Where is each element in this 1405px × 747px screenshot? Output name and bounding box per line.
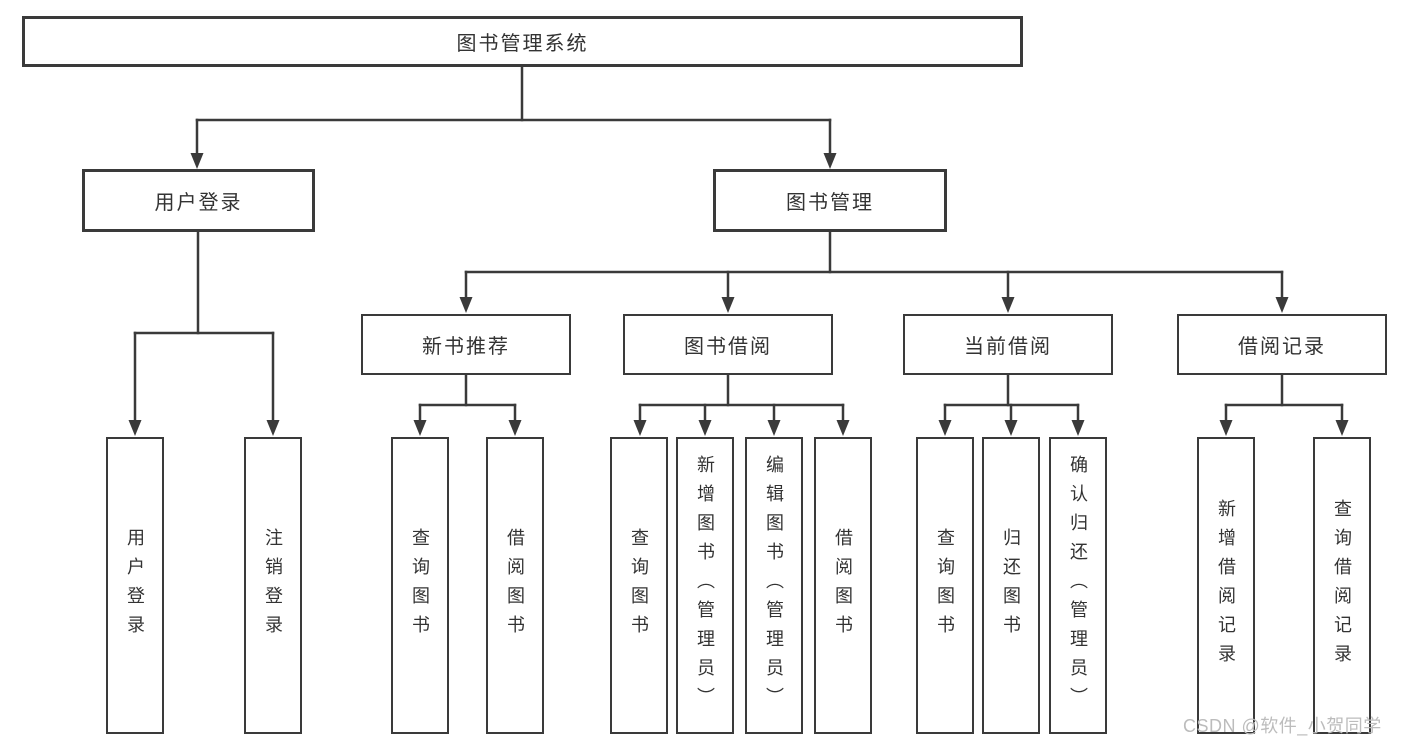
- node-label: 图书借阅: [684, 336, 772, 358]
- node-user-login: 用户登录: [82, 169, 315, 232]
- node-label: 查询图书: [935, 527, 955, 644]
- leaf-edit-books-admin: 编辑图书（管理员）: [745, 437, 803, 734]
- arrow-down-icon: [823, 153, 837, 169]
- node-library-system-root: 图书管理系统: [22, 16, 1023, 67]
- connector-root-to-level2: [190, 65, 837, 169]
- csdn-watermark: CSDN @软件_小贺同学: [1183, 716, 1382, 736]
- leaf-query-books-recommend: 查询图书: [391, 437, 449, 734]
- node-label: 借阅记录: [1238, 336, 1326, 358]
- node-label: 归还图书: [1001, 527, 1021, 644]
- leaf-query-books-borrow: 查询图书: [610, 437, 668, 734]
- node-label: 当前借阅: [964, 336, 1052, 358]
- node-label: 借阅图书: [833, 527, 853, 644]
- arrow-down-icon: [721, 297, 735, 313]
- arrow-down-icon: [1219, 420, 1233, 436]
- arrow-down-icon: [128, 420, 142, 436]
- arrow-down-icon: [508, 420, 522, 436]
- connector-new-book-branch: [413, 373, 522, 436]
- connector-user-login-branch: [128, 230, 280, 436]
- node-label: 新增图书（管理员）: [695, 455, 715, 716]
- node-label: 用户登录: [154, 192, 243, 214]
- leaf-add-borrow-record: 新增借阅记录: [1197, 437, 1255, 734]
- connector-book-management-branch: [459, 230, 1289, 313]
- node-label: 查询图书: [410, 527, 430, 644]
- arrow-down-icon: [698, 420, 712, 436]
- arrow-down-icon: [190, 153, 204, 169]
- node-label: 查询借阅记录: [1332, 498, 1352, 673]
- node-label: 用户登录: [125, 527, 145, 644]
- arrow-down-icon: [938, 420, 952, 436]
- arrow-down-icon: [1335, 420, 1349, 436]
- node-label: 注销登录: [263, 527, 283, 644]
- node-current-borrow: 当前借阅: [903, 314, 1113, 375]
- leaf-add-books-admin: 新增图书（管理员）: [676, 437, 734, 734]
- node-label: 图书管理: [786, 192, 874, 214]
- connector-current-borrow-branch: [938, 373, 1085, 436]
- node-label: 确认归还（管理员）: [1068, 455, 1088, 716]
- leaf-confirm-return-admin: 确认归还（管理员）: [1049, 437, 1107, 734]
- leaf-logout: 注销登录: [244, 437, 302, 734]
- node-label: 查询图书: [629, 527, 649, 644]
- arrow-down-icon: [413, 420, 427, 436]
- arrow-down-icon: [633, 420, 647, 436]
- node-label: 借阅图书: [505, 527, 525, 644]
- arrow-down-icon: [1275, 297, 1289, 313]
- leaf-return-books: 归还图书: [982, 437, 1040, 734]
- node-new-book-recommend: 新书推荐: [361, 314, 571, 375]
- leaf-query-books-current: 查询图书: [916, 437, 974, 734]
- node-label: 编辑图书（管理员）: [764, 455, 784, 716]
- connector-borrow-records-branch: [1219, 373, 1349, 436]
- arrow-down-icon: [767, 420, 781, 436]
- node-label: 新增借阅记录: [1216, 498, 1236, 673]
- node-borrow-records: 借阅记录: [1177, 314, 1387, 375]
- node-label: 图书管理系统: [456, 33, 589, 55]
- arrow-down-icon: [836, 420, 850, 436]
- node-book-borrow: 图书借阅: [623, 314, 833, 375]
- node-label: 新书推荐: [422, 336, 510, 358]
- arrow-down-icon: [459, 297, 473, 313]
- arrow-down-icon: [266, 420, 280, 436]
- leaf-query-borrow-record: 查询借阅记录: [1313, 437, 1371, 734]
- leaf-borrow-books: 借阅图书: [814, 437, 872, 734]
- node-book-management: 图书管理: [713, 169, 947, 232]
- leaf-user-login: 用户登录: [106, 437, 164, 734]
- arrow-down-icon: [1071, 420, 1085, 436]
- arrow-down-icon: [1001, 297, 1015, 313]
- connector-book-borrow-branch: [633, 373, 850, 436]
- leaf-borrow-books-recommend: 借阅图书: [486, 437, 544, 734]
- arrow-down-icon: [1004, 420, 1018, 436]
